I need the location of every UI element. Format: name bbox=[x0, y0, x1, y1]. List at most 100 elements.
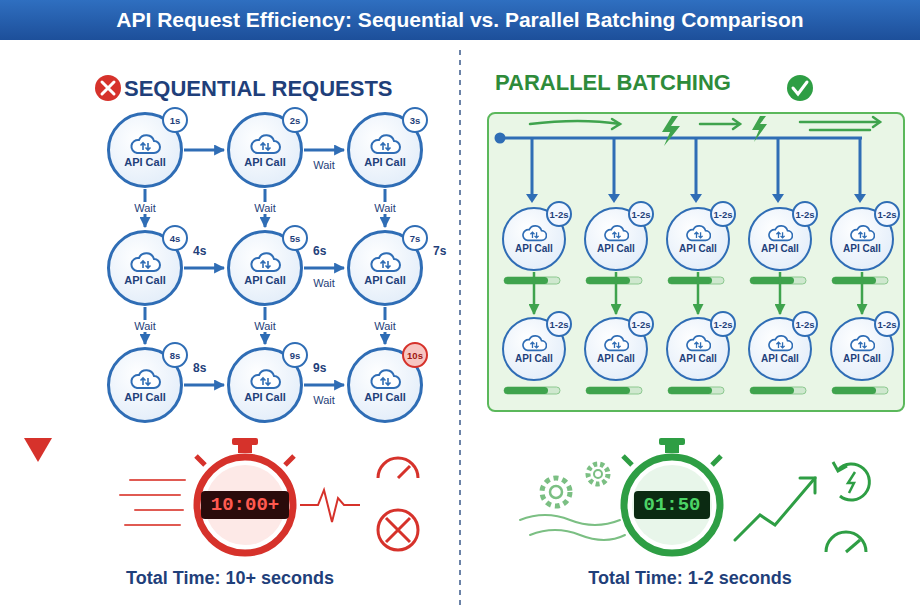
timer-badge: 5s bbox=[282, 225, 308, 251]
progress-bar bbox=[504, 277, 560, 284]
duration: 1-2s bbox=[877, 209, 896, 220]
cloud-icon bbox=[371, 370, 400, 388]
progress-fill bbox=[668, 277, 712, 284]
cloud-icon bbox=[129, 368, 161, 390]
cloud-icon bbox=[605, 226, 628, 241]
api-call-node: API Call 2s bbox=[227, 112, 303, 188]
connector-arrow bbox=[184, 149, 224, 152]
transfer-arrows bbox=[141, 378, 151, 385]
speed-arrows bbox=[530, 121, 620, 124]
panel-ground bbox=[488, 113, 904, 411]
api-call-node: API Call1-2s bbox=[748, 317, 812, 381]
stopwatch-green bbox=[623, 438, 721, 553]
node-label: API Call bbox=[124, 274, 166, 286]
timer-badge: 1-2s bbox=[792, 311, 818, 337]
cloud-icon bbox=[769, 226, 792, 241]
edge-label: Wait bbox=[252, 202, 278, 214]
node-label: API Call bbox=[364, 156, 406, 168]
transfer-arrows bbox=[694, 342, 702, 348]
api-call-node: API Call3s bbox=[347, 112, 423, 188]
dispatch-heads bbox=[690, 194, 702, 203]
time-mark: 4s bbox=[193, 244, 206, 258]
edge-label: Wait bbox=[372, 320, 398, 332]
node-label: API Call bbox=[679, 353, 717, 364]
node-label: API Call bbox=[597, 353, 635, 364]
cloud-icon bbox=[521, 334, 547, 352]
timer-badge: 1-2s bbox=[710, 311, 736, 337]
node-label: API Call bbox=[244, 156, 286, 168]
transfer-arrows bbox=[261, 378, 271, 385]
stopwatch-red bbox=[205, 465, 285, 545]
trend-arrow bbox=[800, 478, 815, 493]
progress-bar bbox=[586, 277, 642, 284]
node-label: API Call bbox=[244, 391, 286, 403]
wind-lines bbox=[530, 530, 625, 540]
fail-icon bbox=[102, 82, 114, 94]
connector-arrow bbox=[304, 384, 344, 387]
api-call-node: API Call10s bbox=[347, 347, 423, 423]
cloud-icon bbox=[369, 133, 401, 155]
duration: 1-2s bbox=[877, 319, 896, 330]
node-label: API Call bbox=[761, 243, 799, 254]
progress-bar bbox=[504, 387, 560, 394]
timer-badge: 1-2s bbox=[874, 201, 900, 227]
cloud-icon bbox=[851, 336, 874, 351]
cloud-icon bbox=[249, 368, 281, 390]
refresh-icon bbox=[833, 462, 847, 471]
speed-lines bbox=[120, 480, 185, 525]
stopwatch-red bbox=[197, 457, 293, 553]
duration: 1-2s bbox=[549, 319, 568, 330]
progress-bar bbox=[586, 387, 642, 394]
transfer-arrows bbox=[530, 342, 538, 348]
node-label: API Call bbox=[364, 391, 406, 403]
duration: 1-2s bbox=[549, 209, 568, 220]
slow-gauge bbox=[378, 510, 418, 550]
cloud-icon bbox=[129, 251, 161, 273]
api-call-node: API Call1-2s bbox=[584, 317, 648, 381]
cloud-icon bbox=[687, 226, 710, 241]
cloud-icon bbox=[369, 251, 401, 273]
stopwatch-green bbox=[634, 491, 710, 519]
connector-arrow bbox=[304, 149, 344, 152]
progress-bar bbox=[668, 277, 724, 284]
api-call-node: API Call1-2s bbox=[502, 207, 566, 271]
fail-icon bbox=[95, 75, 121, 101]
cloud-icon bbox=[849, 334, 875, 352]
fast-gauge bbox=[846, 540, 860, 552]
time-arrow bbox=[24, 95, 52, 462]
api-call-node: API Call8s bbox=[107, 347, 183, 423]
dispatch-heads bbox=[608, 194, 620, 203]
timer-badge: 8s bbox=[162, 342, 188, 368]
timer-badge: 1s bbox=[162, 107, 188, 133]
node-label: API Call bbox=[597, 243, 635, 254]
edge-label: Wait bbox=[311, 394, 337, 406]
progress-bar bbox=[832, 277, 888, 284]
api-call-node: API Call1-2s bbox=[666, 317, 730, 381]
gears bbox=[594, 470, 602, 478]
duration: 1-2s bbox=[795, 209, 814, 220]
timer-badge: 4s bbox=[162, 225, 188, 251]
duration: 2s bbox=[290, 115, 301, 126]
speed-arrows bbox=[612, 119, 620, 129]
node-label: API Call bbox=[364, 274, 406, 286]
edge-label: Wait bbox=[252, 320, 278, 332]
stopwatch-red bbox=[196, 438, 294, 553]
node-label: API Call bbox=[124, 156, 166, 168]
transfer-arrows bbox=[612, 232, 620, 238]
duration: 1-2s bbox=[713, 209, 732, 220]
progress-bars bbox=[504, 277, 888, 394]
slow-gauge bbox=[398, 466, 410, 478]
dispatch-line bbox=[532, 138, 860, 196]
slow-gauge bbox=[386, 518, 410, 542]
cloud-icon bbox=[767, 334, 793, 352]
connector-arrow bbox=[304, 267, 344, 270]
total-time: Total Time: 10+ seconds bbox=[126, 568, 334, 589]
cloud-icon bbox=[849, 224, 875, 242]
timer-badge: 1-2s bbox=[628, 201, 654, 227]
success-icon bbox=[787, 75, 813, 101]
connector-arrow bbox=[861, 272, 864, 314]
transfer-arrows bbox=[858, 232, 866, 238]
gears bbox=[542, 464, 608, 506]
progress-fill bbox=[504, 387, 548, 394]
timer-badge: 1-2s bbox=[546, 311, 572, 337]
